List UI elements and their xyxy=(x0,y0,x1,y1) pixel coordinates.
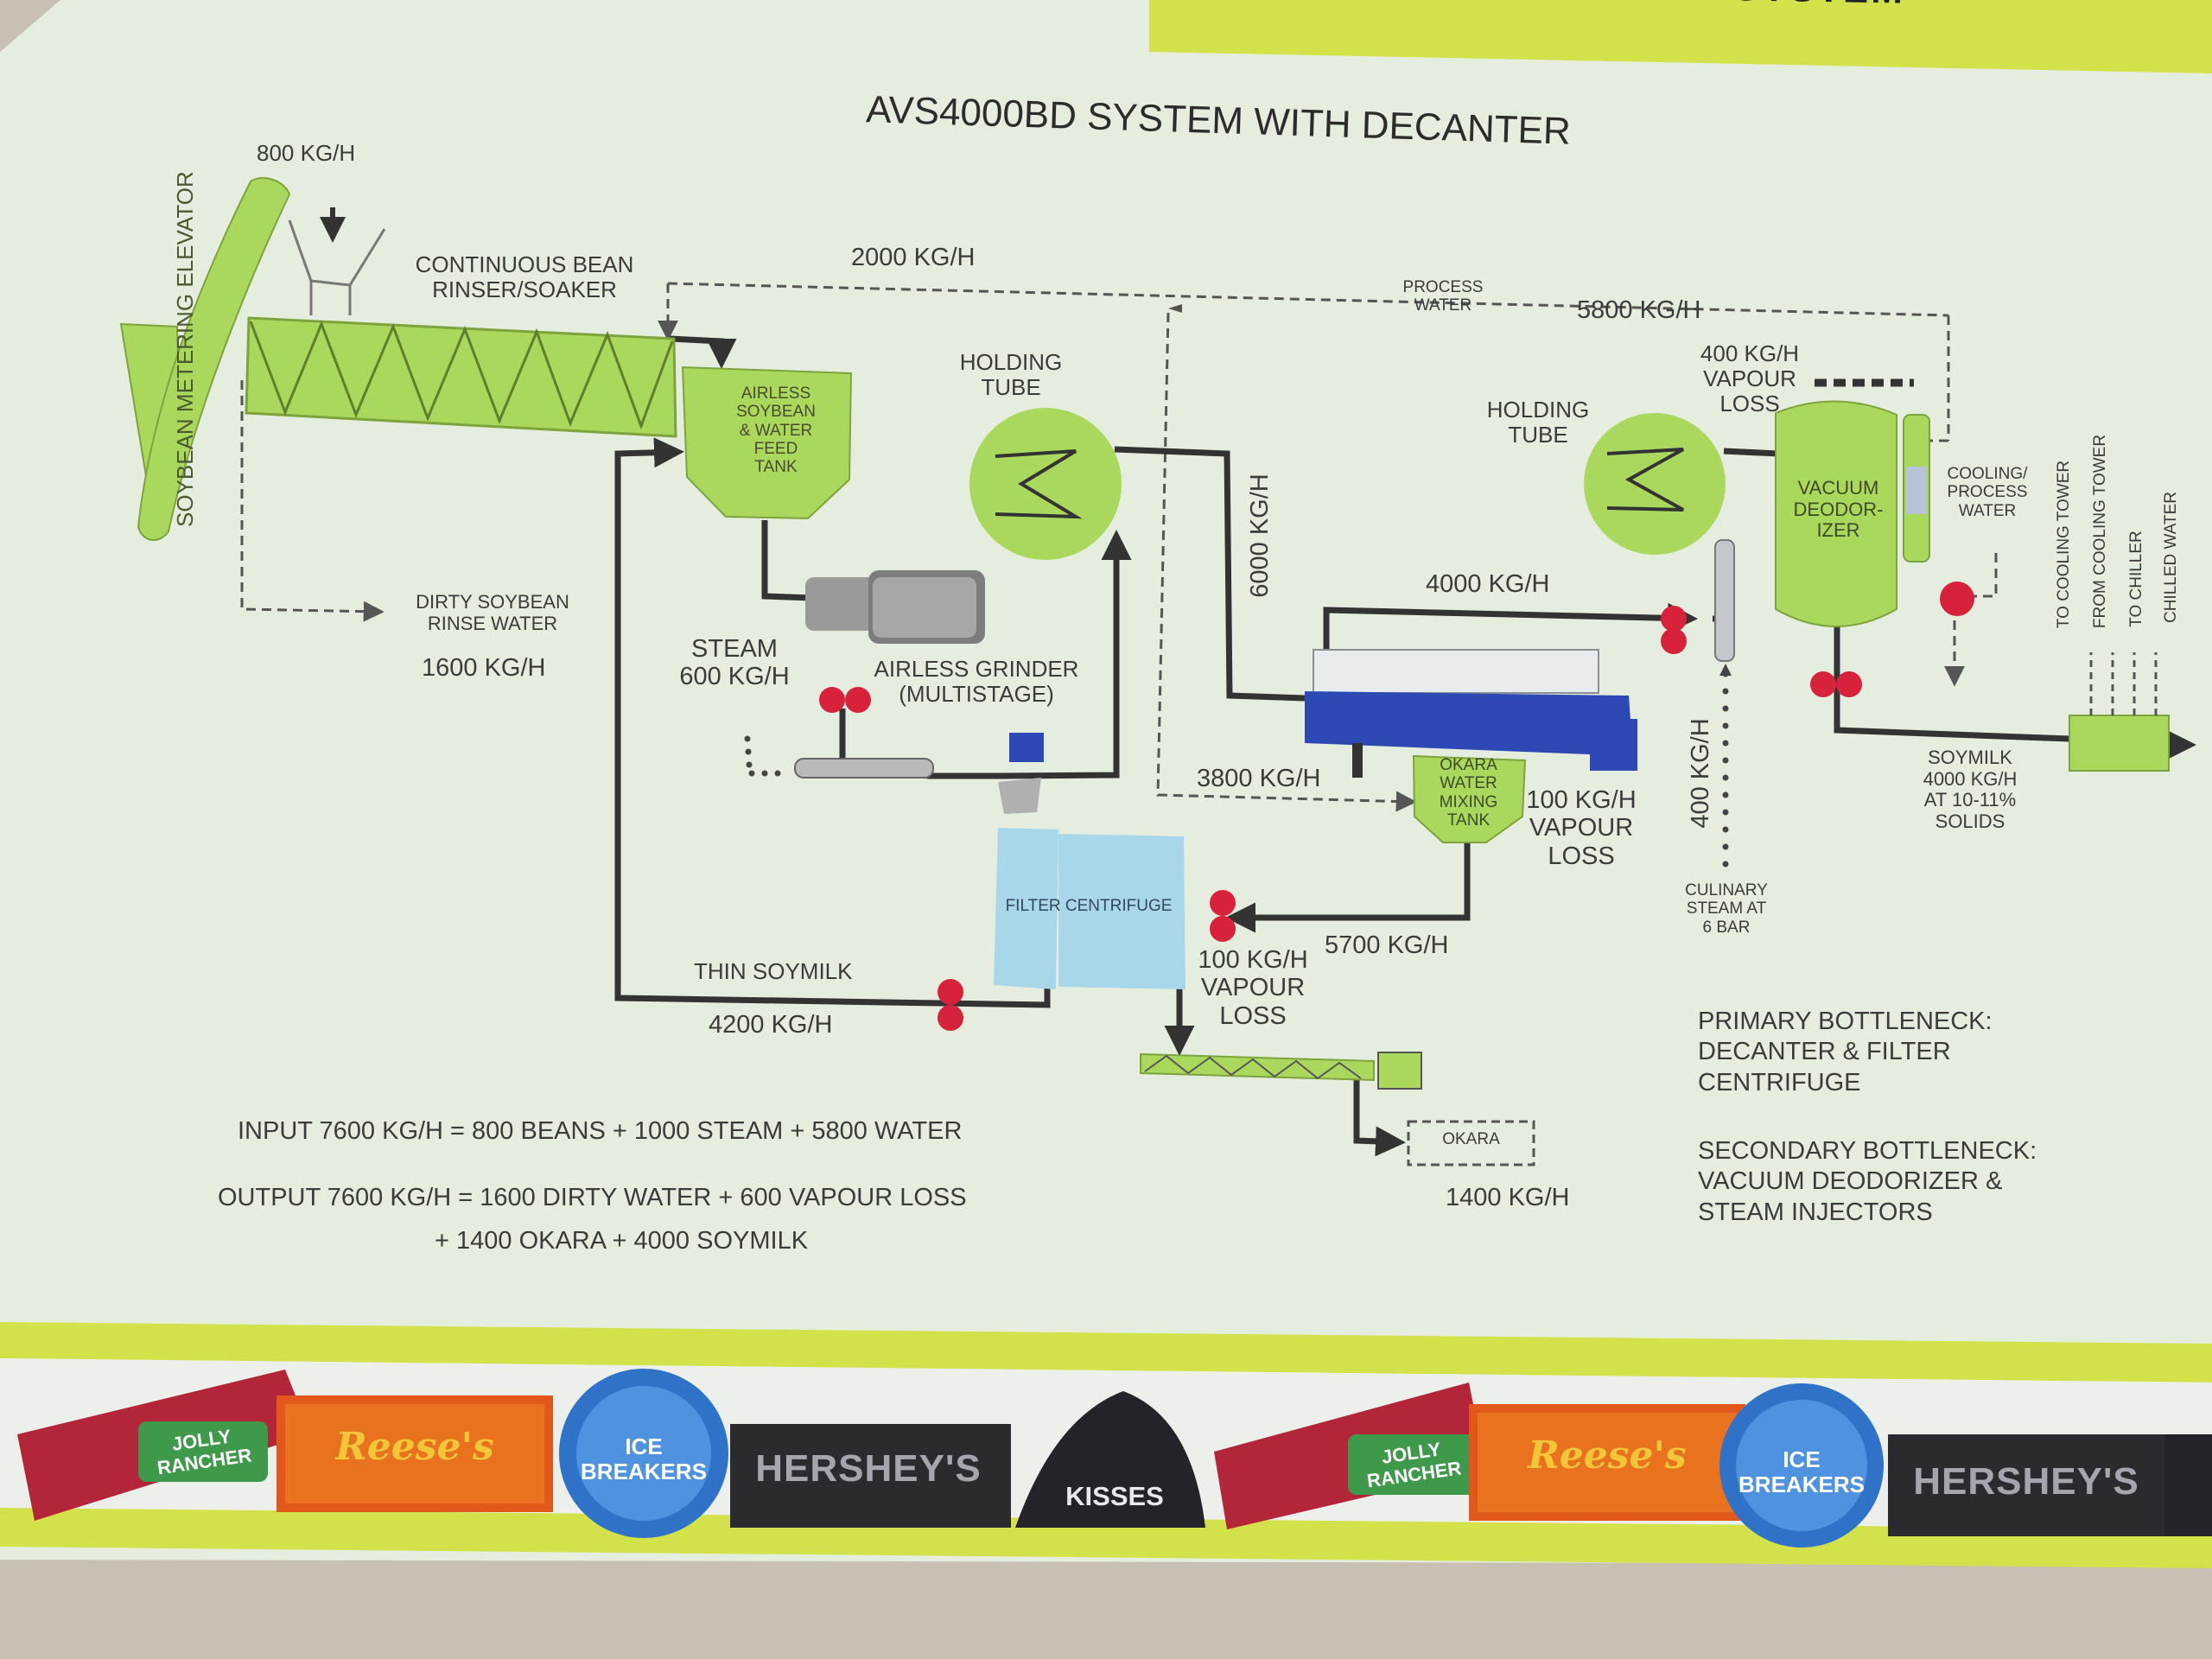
feed-tank xyxy=(681,365,853,520)
valves xyxy=(819,582,1974,1031)
feed-tank-label: AIRLESS SOYBEAN & WATER FEED TANK xyxy=(736,385,816,477)
culinary-steam-label: CULINARY STEAM AT 6 BAR xyxy=(1685,881,1768,937)
yellow-stripe-bottom xyxy=(0,1508,2212,1568)
tube2-to-vd-line xyxy=(1723,448,1779,457)
soymilk-out-label: SOYMILK 4000 KG/H AT 10-11% SOLIDS xyxy=(1923,747,2018,832)
candy-wrappers xyxy=(17,1369,2212,1548)
grinder-motor xyxy=(805,570,985,644)
water-2000-label: 2000 KG/H xyxy=(851,244,976,271)
input-summary: INPUT 7600 KG/H = 800 BEANS + 1000 STEAM… xyxy=(238,1117,963,1145)
steam-label: STEAM 600 KG/H xyxy=(679,635,790,691)
steam-400-label: 400 KG/H xyxy=(1687,718,1714,829)
flow-3800-label: 3800 KG/H xyxy=(1197,765,1321,792)
tank-to-grinder-line xyxy=(761,520,813,601)
grinder-to-mixer-line xyxy=(839,530,1132,779)
utility-lines xyxy=(2089,652,2158,715)
rinser-label: CONTINUOUS BEAN RINSER/SOAKER xyxy=(415,251,634,303)
process-water-label: PROCESS WATER xyxy=(1402,278,1484,315)
okara-water-mixing-tank xyxy=(1412,754,1527,843)
utility-from-cooling-tower: FROM COOLING TOWER xyxy=(2091,434,2109,629)
pump-base xyxy=(998,778,1041,814)
vd-condenser xyxy=(1903,414,1930,563)
kisses-wrapper xyxy=(1015,1391,1205,1528)
cooling-water-dashed-line xyxy=(1944,553,1998,687)
thin-soymilk-label: THIN SOYMILK xyxy=(694,958,853,984)
soymilk-outlet-tank xyxy=(2069,715,2170,772)
flow-4000-label: 4000 KG/H xyxy=(1426,570,1550,598)
brand-reeses-2: Reese's xyxy=(1528,1433,1687,1478)
okara-screw-conveyor xyxy=(1140,1052,1422,1090)
holding-tube-1-label: HOLDING TUBE xyxy=(959,349,1063,401)
okara-flow-label: 1400 KG/H xyxy=(1446,1184,1570,1211)
filter-centrifuge xyxy=(994,828,1185,989)
steam-injector-2 xyxy=(1714,539,1735,662)
flow-6000-label: 6000 KG/H xyxy=(1246,474,1274,598)
vapour-100a-label: 100 KG/H VAPOUR LOSS xyxy=(1526,786,1637,870)
okara-box-label: OKARA xyxy=(1442,1130,1500,1148)
vacuum-deodorizer xyxy=(1775,400,1897,627)
brand-hersheys-2: HERSHEY'S xyxy=(1913,1460,2139,1503)
vd-out-valve xyxy=(1810,671,1836,697)
dirty-water-label: DIRTY SOYBEAN RINSE WATER xyxy=(416,591,569,634)
vacuum-deodorizer-label: VACUUM DEODOR- IZER xyxy=(1793,477,1884,542)
okara-out-line xyxy=(1353,1071,1406,1157)
utility-to-cooling-tower: TO COOLING TOWER xyxy=(2055,460,2073,629)
decanter-4000-line xyxy=(1323,602,1698,655)
okara-tank-label: OKARA WATER MIXING TANK xyxy=(1439,756,1498,830)
thin-soymilk-line xyxy=(614,437,1051,1008)
holding-tube-2 xyxy=(1584,413,1726,555)
okara-outlet-box xyxy=(1407,1120,1535,1166)
continuous-bean-rinser xyxy=(245,316,677,438)
brand-hersheys: HERSHEY'S xyxy=(755,1447,982,1490)
flow-5700-label: 5700 KG/H xyxy=(1325,931,1449,959)
water-5800-label: 5800 KG/H xyxy=(1577,296,1701,324)
grinder-label: AIRLESS GRINDER (MULTISTAGE) xyxy=(874,656,1079,708)
steam-valve xyxy=(819,687,845,713)
brand-ice-breakers-2: ICE BREAKERS xyxy=(1738,1446,1865,1498)
yellow-stripe-top xyxy=(0,1322,2212,1382)
vd-soymilk-line xyxy=(1834,626,2070,742)
okara-tank-to-centrifuge-line xyxy=(1225,842,1471,933)
dirty-water-flow-label: 1600 KG/H xyxy=(422,654,546,682)
thin-soymilk-valve xyxy=(938,979,963,1005)
decanter-centrifuge xyxy=(1305,649,1637,778)
output-summary-line-1: OUTPUT 7600 KG/H = 1600 DIRTY WATER + 60… xyxy=(218,1184,967,1211)
cooling-water-label: COOLING/ PROCESS WATER xyxy=(1947,465,2028,520)
utility-to-chiller: TO CHILLER xyxy=(2127,531,2145,627)
brand-reeses: Reese's xyxy=(335,1425,494,1469)
secondary-bottleneck-note: SECONDARY BOTTLENECK: VACUUM DEODORIZER … xyxy=(1698,1137,2037,1226)
brand-ice-breakers: ICE BREAKERS xyxy=(581,1433,707,1485)
flow-meter xyxy=(1009,733,1044,762)
vapour-100b-label: 100 KG/H VAPOUR LOSS xyxy=(1198,946,1308,1030)
holding-tube-1 xyxy=(969,408,1122,560)
primary-bottleneck-note: PRIMARY BOTTLENECK: DECANTER & FILTER CE… xyxy=(1698,1007,1993,1096)
output-summary-line-2: + 1400 OKARA + 4000 SOYMILK xyxy=(435,1227,809,1255)
flow-4200-label: 4200 KG/H xyxy=(709,1011,833,1039)
hersheys-bar xyxy=(730,1424,1011,1528)
vapour-400-label: 400 KG/H VAPOUR LOSS xyxy=(1700,340,1800,417)
beans-in-flow-label: 800 KG/H xyxy=(257,140,356,166)
cooling-pump xyxy=(1940,582,1974,616)
holding-tube-2-label: HOLDING TUBE xyxy=(1486,397,1590,448)
utility-chilled-water: CHILLED WATER xyxy=(2162,491,2180,624)
water-3800-dashed-line xyxy=(1156,312,1417,812)
rinser-to-tank-line xyxy=(669,335,737,369)
decanter-out-valve xyxy=(1661,606,1687,632)
elevator-label: SOYBEAN METERING ELEVATOR xyxy=(172,171,198,527)
bean-hopper xyxy=(288,219,386,315)
steam-injector-1 xyxy=(794,758,934,779)
process-water-arrow xyxy=(1168,304,1182,313)
brand-kisses: KISSES xyxy=(1065,1481,1164,1511)
filter-centrifuge-label: FILTER CENTRIFUGE xyxy=(1005,897,1173,915)
jolly-rancher-pack xyxy=(138,1421,268,1482)
soybean-metering-elevator xyxy=(119,177,291,541)
filter-feed-valve xyxy=(1210,890,1236,916)
top-banner xyxy=(1149,0,2212,73)
tube1-to-decanter-line xyxy=(1114,446,1306,702)
